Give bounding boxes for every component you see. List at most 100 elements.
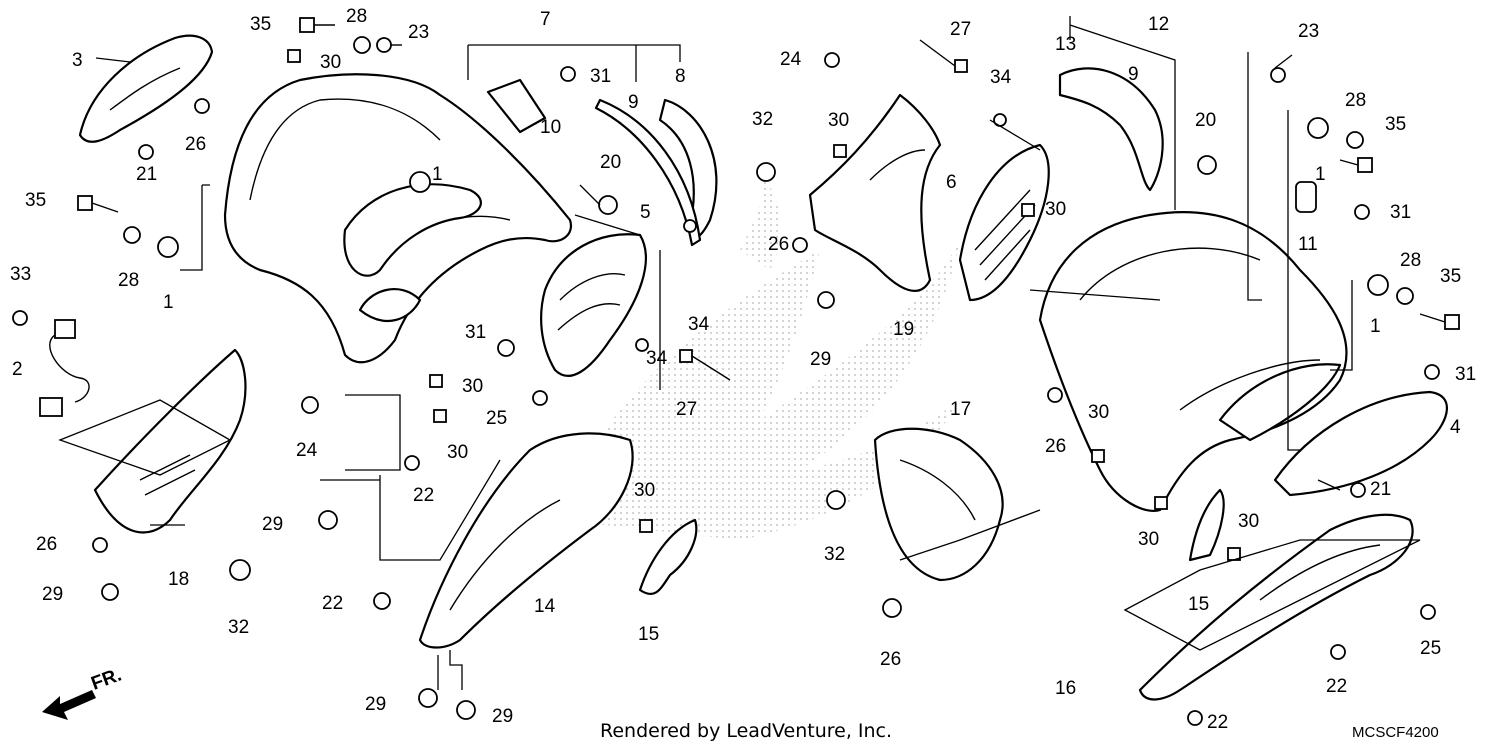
callout-9: 9 xyxy=(628,92,639,113)
part-10-bracket xyxy=(486,78,547,134)
callout-22: 22 xyxy=(1326,676,1347,697)
clip-icon xyxy=(1295,181,1317,213)
screw-icon xyxy=(1187,710,1203,726)
callout-31: 31 xyxy=(1455,364,1476,385)
callout-29: 29 xyxy=(365,694,386,715)
clip-icon xyxy=(1424,364,1440,380)
clip-icon xyxy=(497,339,515,357)
nut-icon xyxy=(1091,449,1105,463)
callout-20: 20 xyxy=(1195,110,1216,131)
diagram-code: MCSCF4200 xyxy=(1352,724,1439,741)
callout-27: 27 xyxy=(676,399,697,420)
screw-icon xyxy=(373,592,391,610)
part-4-lower-cover xyxy=(1273,390,1448,497)
callout-29: 29 xyxy=(262,514,283,535)
callout-26: 26 xyxy=(880,649,901,670)
callout-32: 32 xyxy=(824,544,845,565)
screw-icon xyxy=(1420,604,1436,620)
callout-23: 23 xyxy=(1298,21,1319,42)
callout-10: 10 xyxy=(540,117,561,138)
callout-21: 21 xyxy=(1370,479,1391,500)
callout-29: 29 xyxy=(810,349,831,370)
callout-35: 35 xyxy=(25,190,46,211)
screw-icon xyxy=(376,37,402,53)
callout-35: 35 xyxy=(250,14,271,35)
bolt-icon xyxy=(679,349,731,381)
callout-29: 29 xyxy=(492,706,513,727)
grommet-icon xyxy=(598,195,618,215)
callout-30: 30 xyxy=(1045,199,1066,220)
clip-icon xyxy=(301,396,319,414)
collar-icon xyxy=(1396,287,1414,305)
screw-icon xyxy=(792,237,808,253)
callout-30: 30 xyxy=(1138,529,1159,550)
screw-icon xyxy=(1270,67,1286,83)
part-16-undercowl xyxy=(1138,513,1414,701)
watermark-wing-logo xyxy=(560,170,960,540)
callout-31: 31 xyxy=(1390,202,1411,223)
callout-30: 30 xyxy=(447,442,468,463)
callout-1: 1 xyxy=(163,292,174,313)
bolt-icon xyxy=(77,195,119,213)
callout-14: 14 xyxy=(534,596,556,617)
callout-34: 34 xyxy=(990,67,1012,88)
callout-5: 5 xyxy=(640,202,651,223)
callout-28: 28 xyxy=(1345,90,1366,111)
clip-icon xyxy=(560,66,576,82)
callout-30: 30 xyxy=(320,52,341,73)
callout-26: 26 xyxy=(1045,436,1066,457)
part-main-right-cowl xyxy=(1038,211,1348,513)
callout-31: 31 xyxy=(590,66,611,87)
direction-label: FR. xyxy=(89,664,125,694)
bolt-icon xyxy=(919,39,968,73)
grommet-icon xyxy=(157,236,179,258)
screw-icon xyxy=(138,144,154,160)
callout-33: 33 xyxy=(10,264,31,285)
clip-icon xyxy=(756,162,776,182)
callout-21: 21 xyxy=(136,164,157,185)
callout-20: 20 xyxy=(600,152,621,173)
callout-35: 35 xyxy=(1385,114,1406,135)
part-15-strip-right xyxy=(1188,488,1225,562)
callout-29: 29 xyxy=(42,584,63,605)
callout-6: 6 xyxy=(946,172,957,193)
front-direction-indicator: FR. xyxy=(42,664,124,720)
callout-1: 1 xyxy=(432,164,443,185)
callout-18: 18 xyxy=(168,569,189,590)
callout-22: 22 xyxy=(413,485,434,506)
bolt-icon xyxy=(1419,313,1460,330)
callout-26: 26 xyxy=(185,134,206,155)
collar-icon xyxy=(353,36,371,54)
callout-28: 28 xyxy=(346,6,367,27)
clip-icon xyxy=(1354,204,1370,220)
part-19-side-panel xyxy=(808,93,942,292)
callout-23: 23 xyxy=(408,22,429,43)
callout-27: 27 xyxy=(950,19,971,40)
clip-icon xyxy=(318,510,338,530)
screw-icon xyxy=(404,455,420,471)
callout-12: 12 xyxy=(1148,14,1169,35)
callout-9: 9 xyxy=(1128,64,1139,85)
callout-4: 4 xyxy=(1450,417,1461,438)
part-17-inner-fender xyxy=(873,427,1004,582)
callout-1: 1 xyxy=(1315,164,1326,185)
clip-icon xyxy=(824,52,840,68)
clip-icon xyxy=(826,490,846,510)
part-3-side-cover xyxy=(78,34,214,143)
callout-35: 35 xyxy=(1440,266,1461,287)
callout-26: 26 xyxy=(768,234,789,255)
leader-lines xyxy=(58,16,1421,690)
part-15-strip-left xyxy=(638,518,698,596)
callout-31: 31 xyxy=(465,322,486,343)
screw-icon xyxy=(1047,387,1063,403)
part-14-lower-panel xyxy=(418,432,634,649)
callout-30: 30 xyxy=(1238,511,1259,532)
callout-labels: 3 35 28 23 30 26 21 35 28 1 33 2 7 31 8 … xyxy=(10,6,1476,733)
callout-17: 17 xyxy=(950,399,971,420)
screw-icon xyxy=(12,310,28,326)
callout-19: 19 xyxy=(893,319,914,340)
nut-icon xyxy=(833,144,847,158)
grommet-icon xyxy=(1367,274,1389,296)
callout-2: 2 xyxy=(12,359,23,380)
nut-icon xyxy=(1154,496,1168,510)
